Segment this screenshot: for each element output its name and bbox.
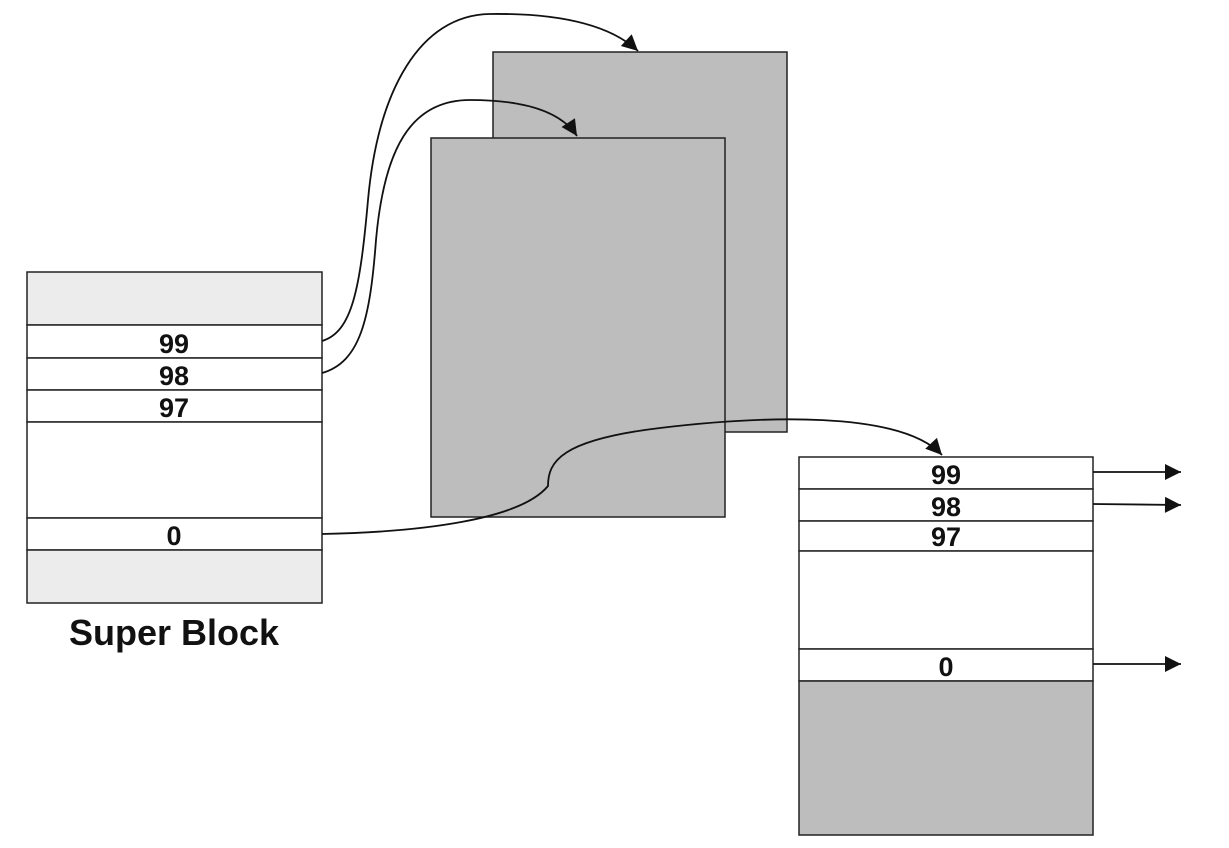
pointer-arrow-slot-99 (321, 13, 639, 342)
pointer-arrow-slot-98 (321, 99, 578, 374)
free-list-slot-label: 97 (931, 522, 961, 552)
super-block-slot-97 (26, 389, 323, 423)
super-block-slot-label: 98 (159, 361, 189, 391)
free-list-slot-99 (798, 456, 1094, 490)
super-block-slot-label: 97 (159, 393, 189, 423)
super-block: 99 98 97 0 (26, 271, 323, 604)
super-block-caption: Super Block (69, 612, 280, 653)
super-block-slot-label: 0 (166, 521, 181, 551)
free-list-slot-label: 0 (938, 652, 953, 682)
super-block-empty-area (26, 421, 323, 519)
outgoing-arrow-slot-98 (1092, 496, 1182, 513)
super-block-slot-label: 99 (159, 329, 189, 359)
free-list-empty-area (798, 550, 1094, 650)
super-block-reserved-bottom (26, 549, 323, 604)
free-list-slot-97 (798, 520, 1094, 552)
super-block-slot-99 (26, 324, 323, 359)
free-list-slot-label: 98 (931, 492, 961, 522)
data-block-front (430, 137, 726, 518)
free-list-slot-label: 99 (931, 460, 961, 490)
free-list-block: 99 98 97 0 (798, 456, 1094, 836)
free-list-unused-area (798, 680, 1094, 836)
pointer-arrow-slot-0 (321, 418, 943, 535)
super-block-reserved-top (26, 271, 323, 326)
